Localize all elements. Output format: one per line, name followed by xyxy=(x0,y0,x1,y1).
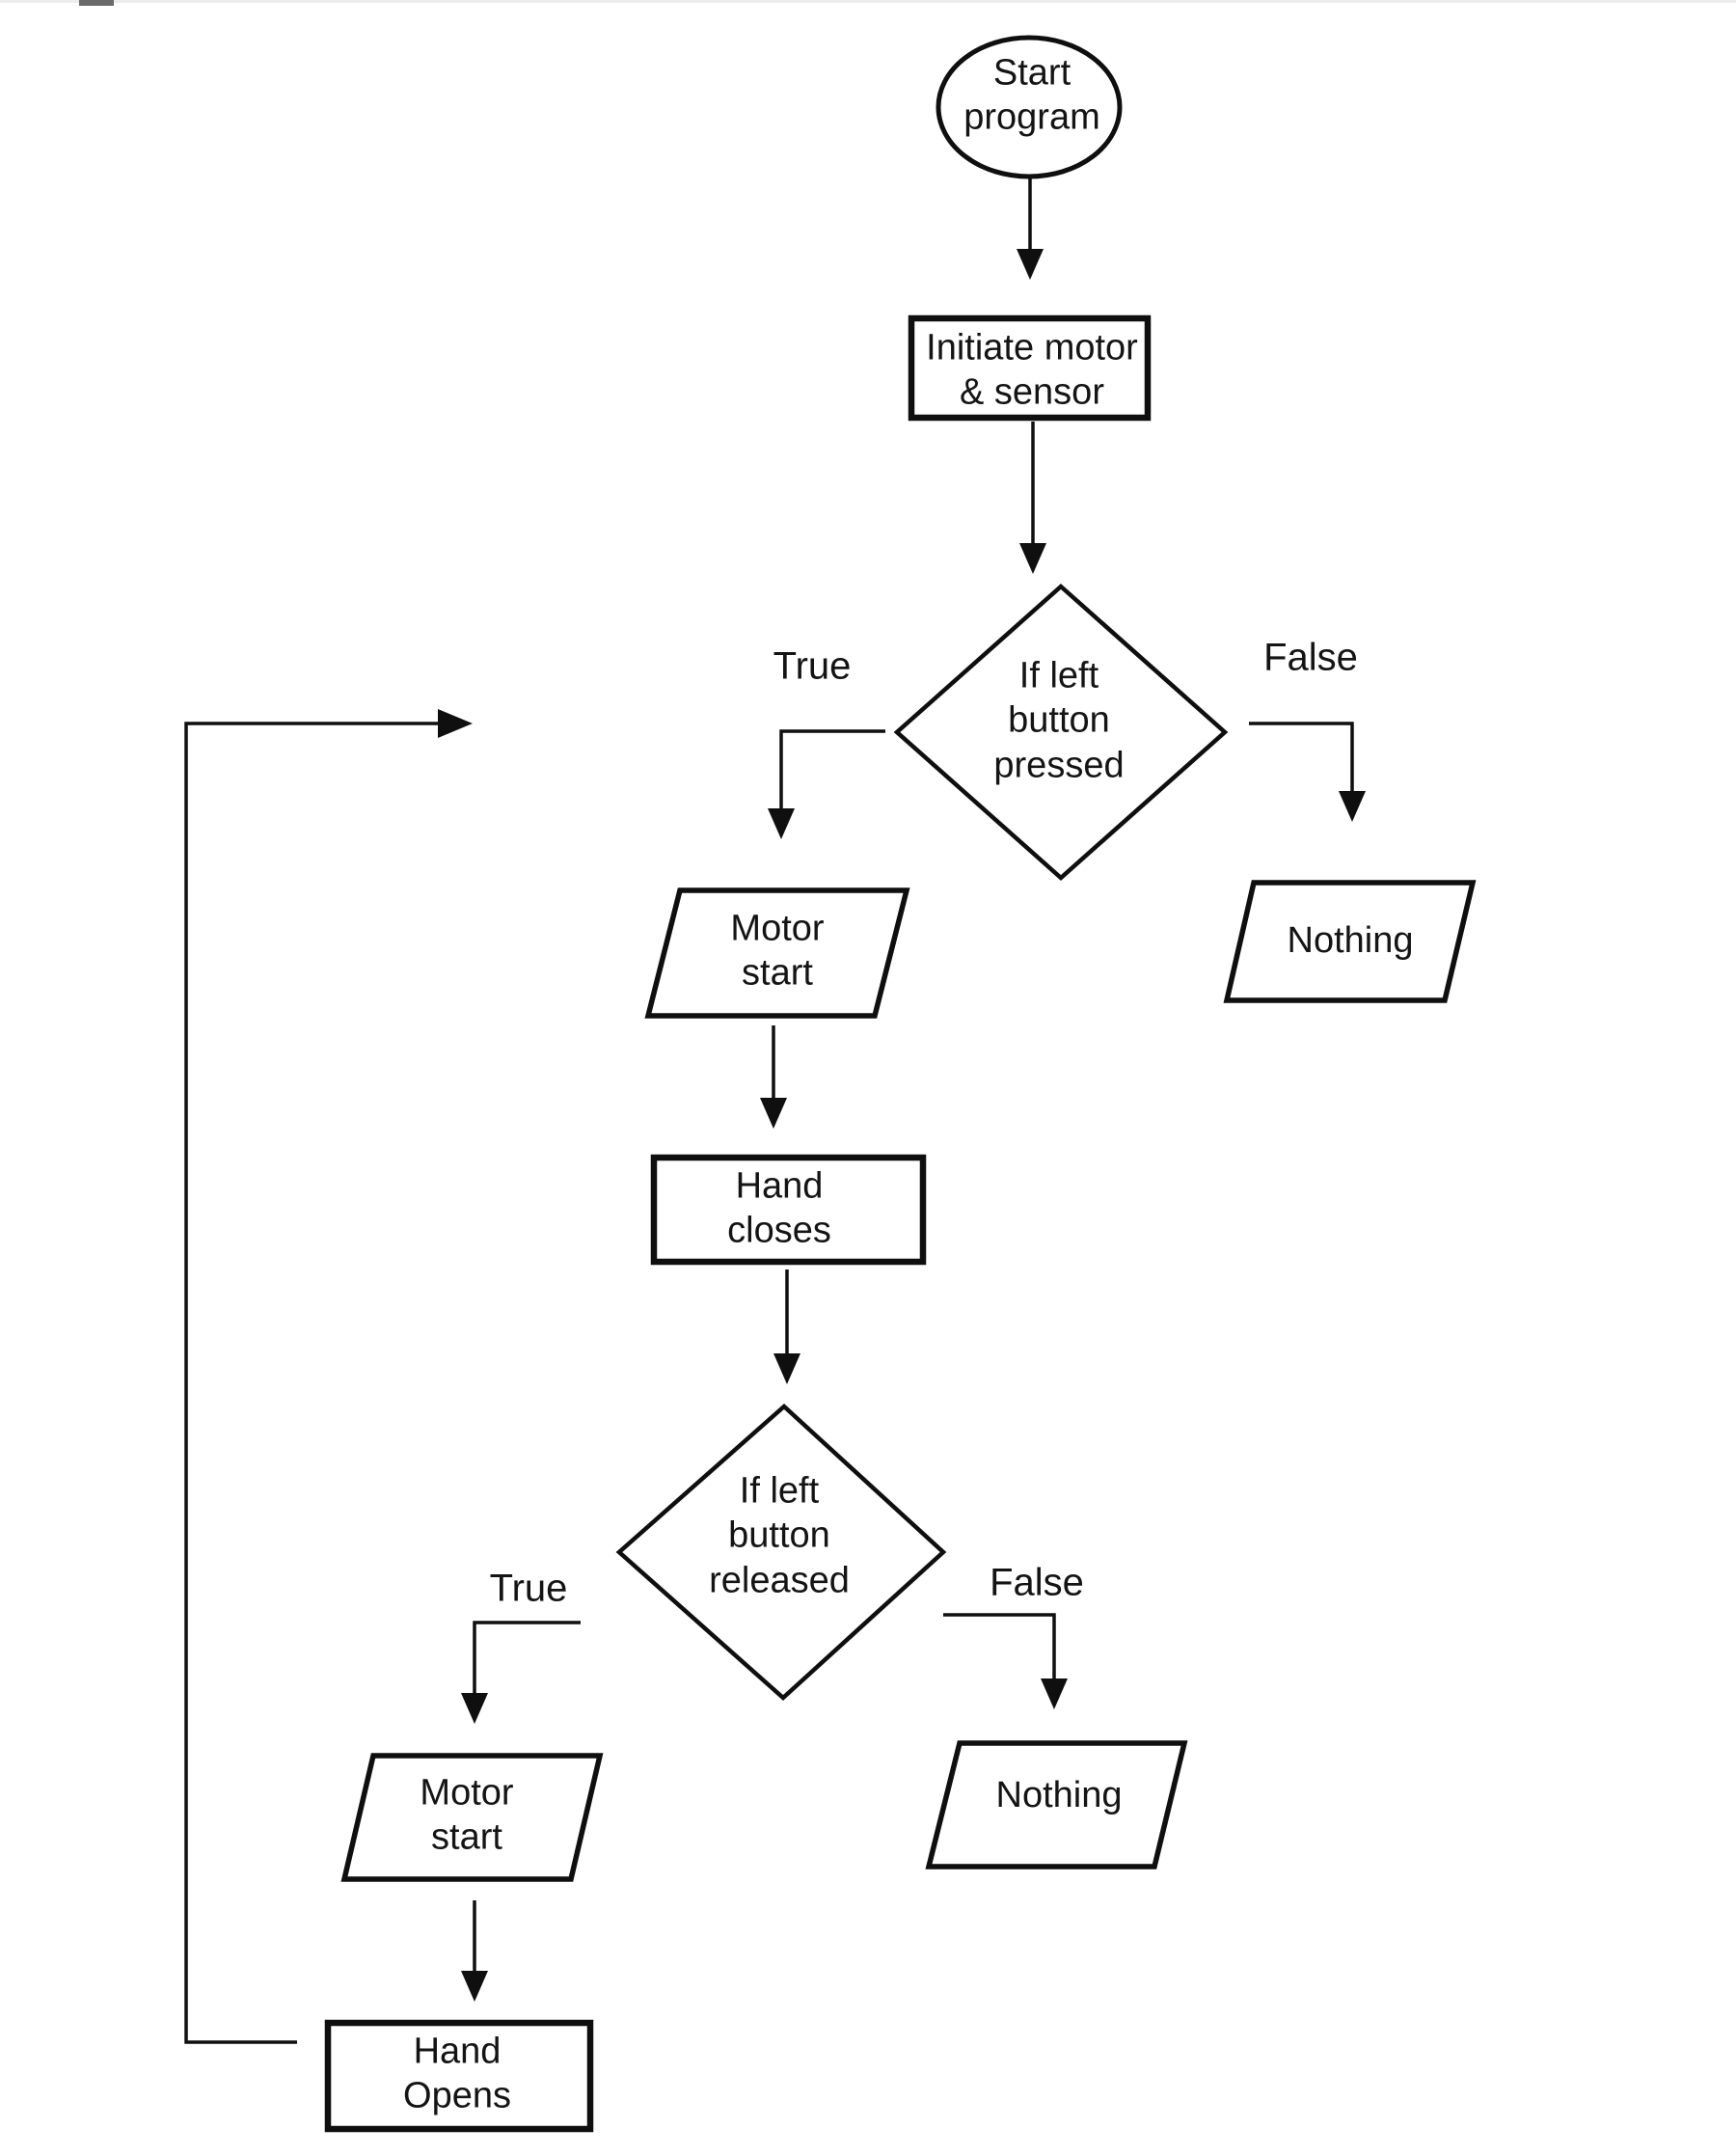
top-edge-tab xyxy=(79,0,114,6)
motor-start-2-label: Motor start xyxy=(420,1772,514,1858)
edge-decision2-false xyxy=(943,1613,1056,1680)
edge-decision2-true xyxy=(473,1621,581,1695)
edge-label-true-2: True xyxy=(489,1567,568,1610)
decision-released-label: If left button released xyxy=(709,1470,850,1601)
edge-loop-back xyxy=(184,722,440,2044)
nothing-2-label: Nothing xyxy=(995,1774,1123,1815)
arrowhead-decision2-false xyxy=(1041,1678,1068,1709)
edge-label-false-1: False xyxy=(1263,636,1358,679)
nothing-1-shape xyxy=(1223,880,1477,1003)
initiate-label: Initiate motor & sensor xyxy=(926,327,1138,413)
arrowhead-motorstart2-handopens xyxy=(461,1971,488,2002)
arrowhead-decision1-true xyxy=(768,808,795,839)
arrowhead-initiate-decision1 xyxy=(1019,543,1046,574)
arrowhead-start-initiate xyxy=(1017,249,1044,280)
arrowhead-decision1-false xyxy=(1339,791,1366,822)
decision-pressed-shape xyxy=(893,583,1229,882)
decision-released-shape xyxy=(615,1403,947,1702)
connector-arrowheads xyxy=(438,249,1366,2002)
motor-start-2-shape xyxy=(340,1753,604,1882)
arrowhead-motorstart1-handcloses xyxy=(760,1098,787,1129)
initiate-process-shape xyxy=(908,314,1152,422)
decision-pressed-label: If left button pressed xyxy=(993,655,1125,786)
edge-label-false-2: False xyxy=(990,1561,1084,1604)
motor-start-1-label: Motor start xyxy=(730,908,825,994)
arrowhead-decision2-true xyxy=(461,1693,488,1724)
arrowhead-loop-back xyxy=(438,709,473,738)
start-terminator-shape xyxy=(936,35,1123,179)
hand-closes-shape xyxy=(650,1154,927,1266)
nothing-2-shape xyxy=(925,1740,1188,1869)
edge-decision1-true xyxy=(779,729,885,810)
top-edge-band xyxy=(0,0,1736,3)
motor-start-1-shape xyxy=(644,887,910,1019)
nothing-1-label: Nothing xyxy=(1287,919,1414,961)
start-label: Start program xyxy=(963,52,1100,138)
node-shapes xyxy=(324,35,1477,2133)
hand-opens-label: Hand Opens xyxy=(403,2031,511,2116)
edge-label-true-1: True xyxy=(773,644,852,688)
arrowhead-handcloses-decision2 xyxy=(773,1353,800,1384)
hand-closes-label: Hand closes xyxy=(727,1165,831,1251)
hand-opens-shape xyxy=(324,2019,594,2133)
edge-decision1-false xyxy=(1249,722,1354,793)
connector-lines xyxy=(184,178,1354,2044)
